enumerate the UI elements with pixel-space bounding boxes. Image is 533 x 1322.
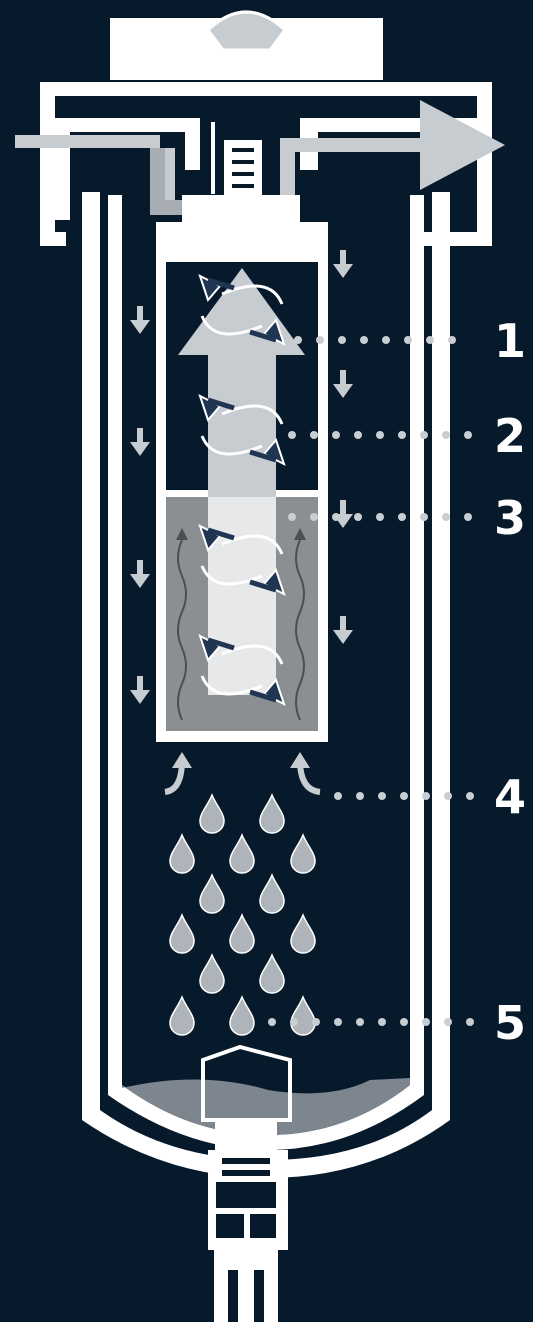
droplet-icon <box>170 997 194 1035</box>
callout-number: 5 <box>494 996 526 1050</box>
droplet-icon <box>230 997 254 1035</box>
droplet-icon <box>260 875 284 913</box>
down-arrow-icon <box>333 370 353 398</box>
gauge-dome <box>208 12 285 50</box>
droplet-icon <box>200 875 224 913</box>
down-arrow-icon <box>130 428 150 456</box>
droplet-icon <box>230 835 254 873</box>
leader-dots <box>288 513 472 521</box>
liquid-droplets <box>170 795 315 1035</box>
element-inflow-arrows <box>165 752 320 792</box>
down-arrow-icon <box>130 306 150 334</box>
callout-number: 2 <box>494 409 526 463</box>
leader-dots <box>334 792 474 800</box>
droplet-icon <box>260 955 284 993</box>
down-arrow-icon <box>333 250 353 278</box>
callout-number: 4 <box>494 770 526 824</box>
leader-dots <box>294 336 456 344</box>
droplet-icon <box>291 835 315 873</box>
down-arrow-icon <box>333 616 353 644</box>
leader-dots <box>288 431 472 439</box>
droplet-icon <box>230 915 254 953</box>
callout-number: 3 <box>494 491 526 545</box>
droplet-icon <box>291 997 315 1035</box>
droplet-icon <box>291 915 315 953</box>
outlet-flow <box>280 100 505 200</box>
callout-number: 1 <box>494 314 526 368</box>
down-arrow-icon <box>130 560 150 588</box>
droplet-icon <box>260 795 284 833</box>
droplet-icon <box>170 915 194 953</box>
callout-4: 4 <box>334 770 526 824</box>
down-arrow-icon <box>130 676 150 704</box>
droplet-icon <box>200 795 224 833</box>
droplet-icon <box>170 835 194 873</box>
droplet-icon <box>200 955 224 993</box>
